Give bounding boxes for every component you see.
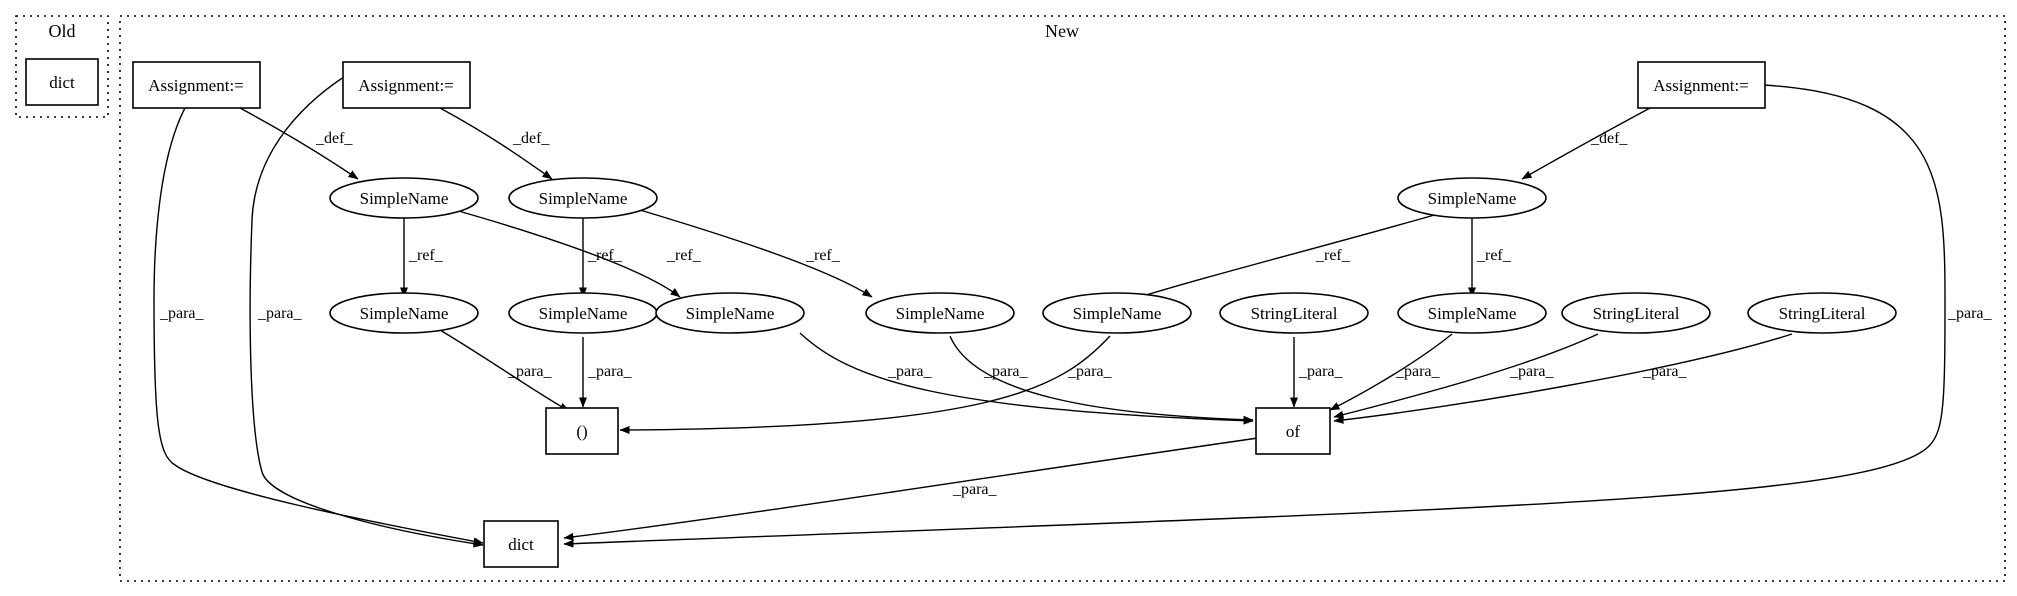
node-label: SimpleName [896,304,985,323]
edge-para: _para_ [1329,333,1453,411]
cluster-old: Old [15,15,109,118]
node-label: SimpleName [1428,304,1517,323]
edge-label: _def_ [315,130,353,147]
edge-label: _def_ [512,130,550,147]
edge-label: _para_ [887,363,933,380]
edge-label: _para_ [1298,363,1344,380]
edge-para: _para_ [563,84,1993,548]
edges-layer: _def_ _def_ _def_ _ref_ _ref_ _ref_ _ref… [153,69,1993,548]
node-assignment[interactable]: Assignment:= [132,61,261,109]
node-old-dict[interactable]: dict [25,58,99,106]
edge-para: _para_ [1333,333,1599,419]
node-simplename[interactable]: SimpleName [329,292,479,334]
edge-label: _para_ [1395,363,1441,380]
node-label: dict [508,535,534,554]
cluster-new-label: New [1045,21,1079,41]
node-label: () [576,422,587,441]
edge-para: _para_ [439,329,570,412]
node-simplename[interactable]: SimpleName [1397,292,1547,334]
edge-para: _para_ [563,437,1259,541]
edge-label: _para_ [952,481,998,498]
node-label: StringLiteral [1593,304,1680,323]
edge-para: _para_ [619,335,1113,434]
node-label: SimpleName [360,304,449,323]
node-of[interactable]: of [1255,407,1331,455]
node-label: SimpleName [539,304,628,323]
edge-label: _para_ [1947,305,1993,322]
node-stringliteral[interactable]: StringLiteral [1561,292,1711,334]
node-simplename[interactable]: SimpleName [508,292,658,334]
edge-para: _para_ [949,335,1254,424]
node-label: SimpleName [1428,189,1517,208]
node-label: SimpleName [360,189,449,208]
edge-label: _ref_ [1315,247,1351,264]
edge-ref: _ref_ [1129,211,1446,301]
edge-def: _def_ [239,107,359,180]
node-simplename[interactable]: SimpleName [329,177,479,219]
cluster-old-label: Old [49,21,76,41]
cluster-new: New [119,15,2006,582]
node-label: of [1286,422,1301,441]
edge-def: _def_ [1521,107,1651,180]
node-label: Assignment:= [358,76,454,95]
edge-para: _para_ [1290,337,1344,408]
edge-para: _para_ [579,337,633,408]
edge-label: _para_ [1642,363,1688,380]
node-stringliteral[interactable]: StringLiteral [1219,292,1369,334]
node-label: SimpleName [539,189,628,208]
edge-para: _para_ [249,69,484,548]
node-simplename[interactable]: SimpleName [1397,177,1547,219]
node-label: SimpleName [686,304,775,323]
edge-label: _ref_ [1476,247,1512,264]
edge-para: _para_ [153,107,484,546]
edge-label: _para_ [1067,363,1113,380]
edge-label: _ref_ [805,247,841,264]
edge-label: _para_ [587,363,633,380]
node-label: SimpleName [1073,304,1162,323]
edge-label: _para_ [257,305,303,322]
edge-label: _para_ [1509,363,1555,380]
node-assignment[interactable]: Assignment:= [342,61,471,109]
edge-ref: _ref_ [400,217,444,298]
edge-ref: _ref_ [1468,217,1512,298]
edge-label: _ref_ [666,247,702,264]
node-label: StringLiteral [1251,304,1338,323]
edge-para: _para_ [799,332,1254,425]
node-label: StringLiteral [1779,304,1866,323]
node-simplename[interactable]: SimpleName [508,177,658,219]
node-assignment[interactable]: Assignment:= [1637,61,1766,109]
edge-ref: _ref_ [454,209,702,298]
node-parens[interactable]: () [545,407,619,455]
node-label: dict [49,73,75,92]
edge-label: _para_ [983,363,1029,380]
node-stringliteral[interactable]: StringLiteral [1747,292,1897,334]
node-simplename[interactable]: SimpleName [655,292,805,334]
edge-para: _para_ [1333,333,1793,424]
edge-label: _def_ [1590,130,1628,147]
nodes-layer: dict Assignment:= Assignment:= Assignmen… [25,58,1897,568]
edge-ref: _ref_ [639,209,873,298]
node-label: Assignment:= [148,76,244,95]
edge-label: _ref_ [408,247,444,264]
edge-label: _para_ [507,363,553,380]
node-label: Assignment:= [1653,76,1749,95]
node-simplename[interactable]: SimpleName [1042,292,1192,334]
edge-ref: _ref_ [579,217,623,298]
node-simplename[interactable]: SimpleName [865,292,1015,334]
edge-label: _para_ [159,305,205,322]
node-dict[interactable]: dict [483,520,559,568]
edge-def: _def_ [439,107,553,180]
edge-label: _ref_ [587,247,623,264]
